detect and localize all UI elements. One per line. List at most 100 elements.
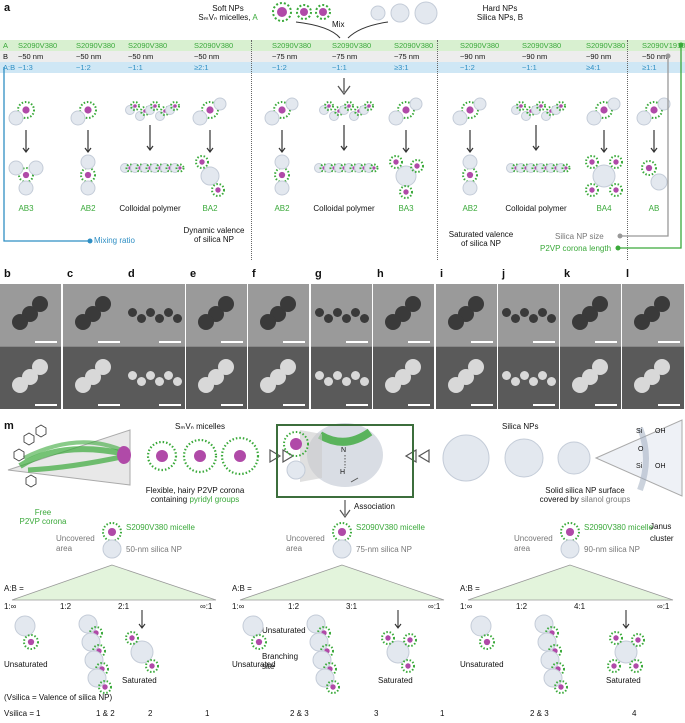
scale-bar [346, 404, 368, 406]
sem-image [373, 347, 434, 409]
particle [468, 296, 484, 312]
silica-desc-line1: Solid silica NP surface [545, 486, 625, 495]
particle [448, 314, 464, 330]
scale-bar [283, 404, 305, 406]
soft-np-subtitle: SₘVₙ micelles, [198, 13, 253, 22]
micrograph-label-b: b [4, 268, 11, 280]
soft-np-title-text: Soft NPs [212, 4, 244, 13]
uncovered-1-2: Uncovered [514, 534, 553, 543]
tem-image [248, 284, 309, 346]
particle [260, 377, 276, 393]
particle [155, 377, 164, 386]
scale-bar [35, 404, 57, 406]
tem-image [498, 284, 559, 346]
unsaturated-0: Unsaturated [4, 660, 48, 669]
cell-a-2: S2090V380 [128, 41, 168, 50]
micelle-desc-line1: Flexible, hairy P2VP corona [145, 486, 245, 495]
particle [511, 377, 520, 386]
particle [324, 377, 333, 386]
soft-np-title: Soft NPs SₘVₙ micelles, A [188, 4, 268, 22]
scale-bar [159, 404, 181, 406]
particle [218, 359, 234, 375]
sem-image [622, 347, 684, 409]
ratio-0-3: ∞:1 [200, 602, 213, 611]
micelles-title: SₘVₙ micelles [175, 422, 225, 431]
row-a-band: A [0, 40, 685, 51]
cell-b-1: ~50 nm [76, 52, 102, 61]
dynamic-valence-text: Dynamic valence [183, 226, 245, 235]
silica-desc-line2: covered by [539, 495, 581, 504]
micrograph-e [186, 284, 247, 409]
particle [333, 308, 342, 317]
tem-image [622, 284, 684, 346]
vsilica-row-label: Vsilica = [4, 709, 35, 718]
particle [405, 296, 421, 312]
panel-a-header-graphics [272, 1, 438, 39]
sem-image [498, 347, 559, 409]
scale-bar [159, 341, 181, 343]
scale-bar [533, 341, 555, 343]
sem-image [560, 347, 621, 409]
scale-bar [221, 404, 243, 406]
cell-ab-10: ≥1:1 [642, 63, 657, 72]
particle [592, 359, 608, 375]
association-box [276, 424, 414, 498]
ratio-1-3: ∞:1 [428, 602, 441, 611]
product-label-10: AB [648, 204, 660, 213]
particle [592, 296, 608, 312]
cell-b-4: ~75 nm [272, 52, 298, 61]
chem-oh-2: OH [655, 463, 666, 470]
sem-image [63, 347, 124, 409]
cell-a-1: S2090V380 [76, 41, 116, 50]
particle [173, 314, 182, 323]
valence-4: 2 & 3 [290, 709, 309, 718]
chem-o: O [638, 446, 644, 453]
ratio-1-0: 1:∞ [232, 602, 245, 611]
micrograph-label-k: k [564, 268, 571, 280]
ratio-1-2: 3:1 [346, 602, 358, 611]
row-ab-label: A:B [3, 63, 16, 72]
cell-b-7: ~90 nm [460, 52, 486, 61]
particle [342, 377, 351, 386]
cell-a-10: S2090V1910 [642, 41, 685, 50]
scale-bar [471, 404, 493, 406]
product-label-1: AB2 [80, 204, 96, 213]
sem-image [436, 347, 497, 409]
cell-a-8: S2090V380 [522, 41, 562, 50]
panel-a-schemes [8, 78, 671, 199]
cell-b-0: ~50 nm [18, 52, 44, 61]
micrograph-label-f: f [252, 268, 256, 280]
hard-np-icons [370, 1, 438, 25]
tem-image [186, 284, 247, 346]
micelle-description: Flexible, hairy P2VP corona containing p… [120, 486, 270, 504]
corona-length-label: P2VP corona length [540, 244, 612, 253]
valence-3: 1 [205, 709, 210, 718]
cell-ab-2: ~1:1 [128, 63, 143, 72]
cell-ab-9: ≥4:1 [586, 63, 601, 72]
particle [280, 359, 296, 375]
branching-2: site [262, 662, 275, 671]
unsaturated-mid: Unsaturated [262, 626, 306, 635]
np-size-1: 75-nm silica NP [356, 545, 413, 554]
product-label-4: AB2 [274, 204, 290, 213]
particle [12, 377, 28, 393]
ratio-2-1: 1:2 [516, 602, 528, 611]
particle [137, 377, 146, 386]
cell-b-8: ~90 nm [522, 52, 548, 61]
micelle-desc-line2: containing [150, 495, 190, 504]
particle [520, 308, 529, 317]
dynamic-valence-label: Dynamic valence of silica NP [177, 226, 251, 244]
uncovered-2-0: area [56, 544, 73, 553]
cell-ab-3: ≥2:1 [194, 63, 209, 72]
ratio-0-1: 1:2 [60, 602, 72, 611]
particle [520, 371, 529, 380]
micrograph-k [560, 284, 621, 409]
branching-1: Branching [262, 652, 299, 661]
particle [32, 296, 48, 312]
particle [360, 377, 369, 386]
micrograph-j [498, 284, 559, 409]
free-corona-line2: P2VP corona [19, 517, 67, 526]
valence-2: 2 [148, 709, 153, 718]
particle [342, 314, 351, 323]
saturated-2: Saturated [606, 676, 641, 685]
